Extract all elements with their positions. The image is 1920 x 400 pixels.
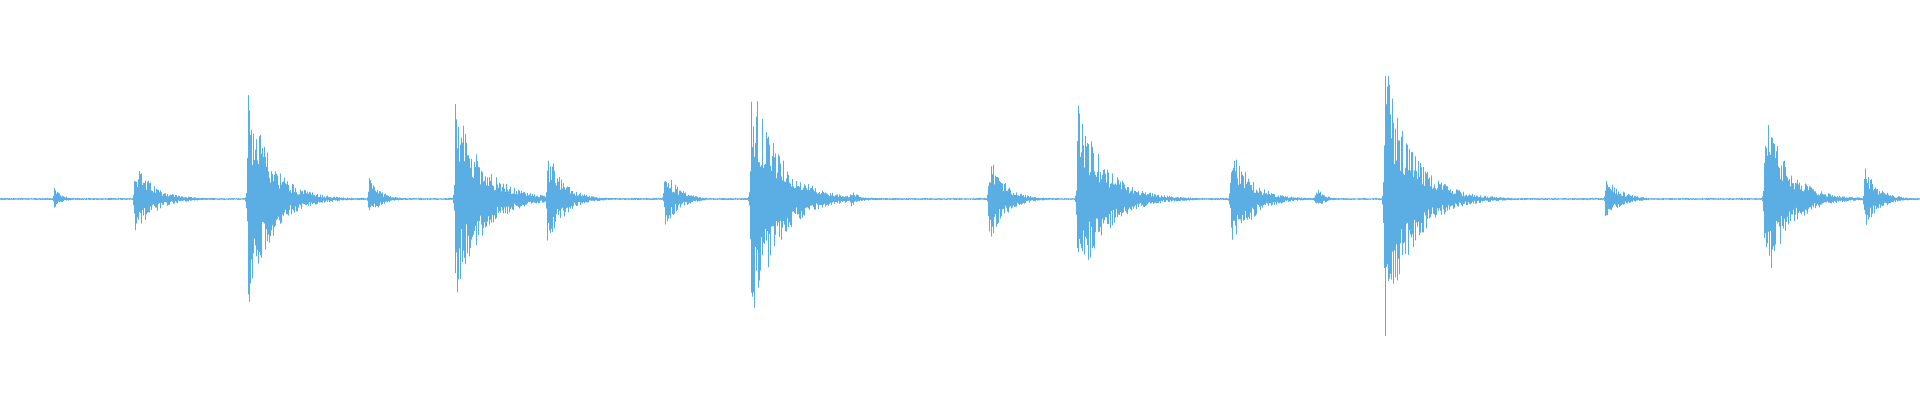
waveform-trace xyxy=(0,75,1920,337)
waveform-samples xyxy=(0,75,1920,337)
